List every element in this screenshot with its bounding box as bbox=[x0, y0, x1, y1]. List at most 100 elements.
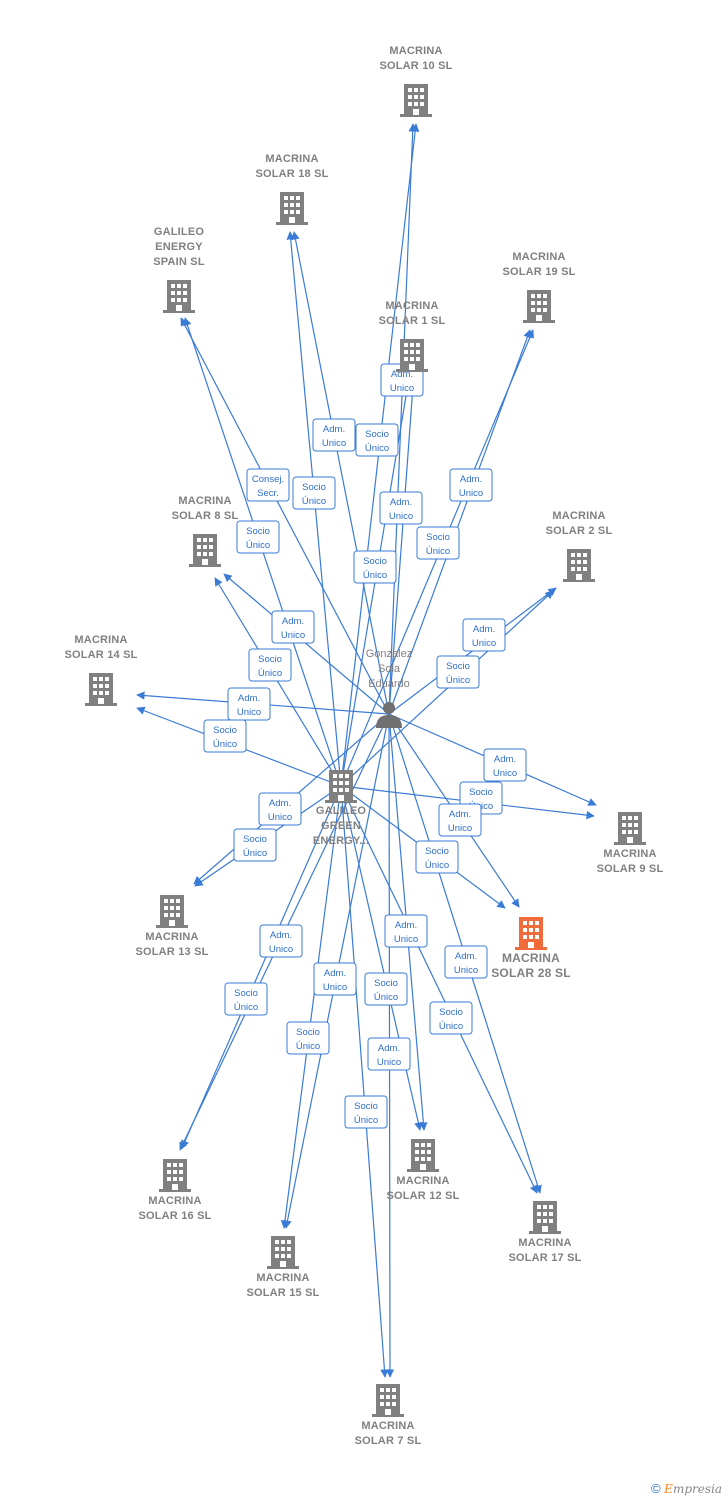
company-name-line[interactable]: GALILEO bbox=[316, 805, 367, 817]
company-name-line[interactable]: SOLAR 28 SL bbox=[491, 966, 571, 980]
edge-label-adm-unico[interactable]: Adm.Unico bbox=[438, 803, 482, 837]
edge-label-adm-unico[interactable]: Adm.Unico bbox=[483, 748, 527, 782]
edge-label-box[interactable] bbox=[224, 982, 268, 1016]
person-name-line[interactable]: Sola bbox=[378, 663, 401, 675]
company-node-n7[interactable]: MACRINA SOLAR 7 SL bbox=[355, 1384, 422, 1447]
company-name-line[interactable]: MACRINA bbox=[265, 153, 318, 165]
building-icon[interactable] bbox=[325, 770, 357, 803]
edge-label-box[interactable] bbox=[246, 468, 290, 502]
company-name-line[interactable]: SOLAR 8 SL bbox=[172, 510, 239, 522]
edge-label-box[interactable] bbox=[438, 803, 482, 837]
edge-label-adm-unico[interactable]: Adm.Unico bbox=[384, 914, 428, 948]
company-name-line[interactable]: MACRINA bbox=[256, 1272, 309, 1284]
company-name-line[interactable]: MACRINA bbox=[145, 931, 198, 943]
company-name-line[interactable]: SOLAR 12 SL bbox=[386, 1190, 459, 1202]
building-icon[interactable] bbox=[614, 812, 646, 845]
empresia-logo[interactable]: Empresia bbox=[664, 1482, 722, 1496]
edge-label-box[interactable] bbox=[483, 748, 527, 782]
company-name-line[interactable]: GREEN bbox=[321, 820, 361, 832]
edge-label-box[interactable] bbox=[271, 610, 315, 644]
company-name-line[interactable]: SOLAR 7 SL bbox=[355, 1435, 422, 1447]
building-icon[interactable] bbox=[163, 280, 195, 313]
building-icon[interactable] bbox=[563, 549, 595, 582]
edge-label-adm-unico[interactable]: Adm.Unico bbox=[462, 618, 506, 652]
edge-label-box[interactable] bbox=[367, 1037, 411, 1071]
edge-label-box[interactable] bbox=[415, 840, 459, 874]
edge-label-box[interactable] bbox=[462, 618, 506, 652]
edge-label-box[interactable] bbox=[384, 914, 428, 948]
company-node-n10[interactable]: MACRINA SOLAR 10 SL bbox=[379, 45, 452, 117]
edge-label-adm-unico[interactable]: Adm.Unico bbox=[367, 1037, 411, 1071]
edge-label-consej-secr[interactable]: Consej.Secr. bbox=[246, 468, 290, 502]
building-icon[interactable] bbox=[396, 339, 428, 372]
person-name-line[interactable]: Gonzalez bbox=[366, 648, 412, 660]
company-name-line[interactable]: MACRINA bbox=[512, 251, 565, 263]
building-icon[interactable] bbox=[85, 673, 117, 706]
person-icon[interactable] bbox=[376, 702, 402, 728]
edge-label-box[interactable] bbox=[436, 655, 480, 689]
edge-label-box[interactable] bbox=[259, 924, 303, 958]
edge-label-box[interactable] bbox=[258, 792, 302, 826]
building-icon[interactable] bbox=[267, 1236, 299, 1269]
person-name-line[interactable]: Eduardo bbox=[368, 678, 410, 690]
company-name-line[interactable]: SOLAR 19 SL bbox=[502, 266, 575, 278]
company-name-line[interactable]: SPAIN SL bbox=[153, 256, 205, 268]
edge-label-box[interactable] bbox=[344, 1095, 388, 1129]
edge-label-adm-unico[interactable]: Adm.Unico bbox=[312, 418, 356, 452]
edge-label-box[interactable] bbox=[233, 828, 277, 862]
building-icon[interactable] bbox=[523, 290, 555, 323]
edge-label-adm-unico[interactable]: Adm.Unico bbox=[313, 962, 357, 996]
company-name-line[interactable]: MACRINA bbox=[74, 634, 127, 646]
company-name-line[interactable]: MACRINA bbox=[148, 1195, 201, 1207]
company-name-line[interactable]: MACRINA bbox=[178, 495, 231, 507]
edge-label-box[interactable] bbox=[312, 418, 356, 452]
company-node-n18[interactable]: MACRINA SOLAR 18 SL bbox=[255, 153, 328, 225]
edge-label-box[interactable] bbox=[248, 648, 292, 682]
company-name-line[interactable]: MACRINA bbox=[518, 1237, 571, 1249]
company-name-line[interactable]: SOLAR 9 SL bbox=[597, 863, 664, 875]
company-name-line[interactable]: MACRINA bbox=[389, 45, 442, 57]
edge-label-box[interactable] bbox=[364, 972, 408, 1006]
company-name-line[interactable]: MACRINA bbox=[361, 1420, 414, 1432]
company-name-line[interactable]: SOLAR 10 SL bbox=[379, 60, 452, 72]
company-name-line[interactable]: SOLAR 18 SL bbox=[255, 168, 328, 180]
edge-label-box[interactable] bbox=[416, 526, 460, 560]
building-icon[interactable] bbox=[529, 1201, 561, 1234]
edge-label-box[interactable] bbox=[444, 945, 488, 979]
edge-label-box[interactable] bbox=[286, 1021, 330, 1055]
building-icon[interactable] bbox=[372, 1384, 404, 1417]
edge-label-box[interactable] bbox=[236, 520, 280, 554]
edge-label-adm-unico[interactable]: Adm.Unico bbox=[227, 687, 271, 721]
company-node-n19[interactable]: MACRINA SOLAR 19 SL bbox=[502, 251, 575, 323]
building-icon[interactable] bbox=[159, 1159, 191, 1192]
building-icon[interactable] bbox=[400, 84, 432, 117]
building-icon[interactable] bbox=[156, 895, 188, 928]
edge-label-box[interactable] bbox=[227, 687, 271, 721]
building-icon[interactable] bbox=[189, 534, 221, 567]
edge-label-box[interactable] bbox=[429, 1001, 473, 1035]
edge-label-box[interactable] bbox=[313, 962, 357, 996]
edge-label-box[interactable] bbox=[203, 719, 247, 753]
company-name-line[interactable]: ENERGY... bbox=[313, 835, 369, 847]
